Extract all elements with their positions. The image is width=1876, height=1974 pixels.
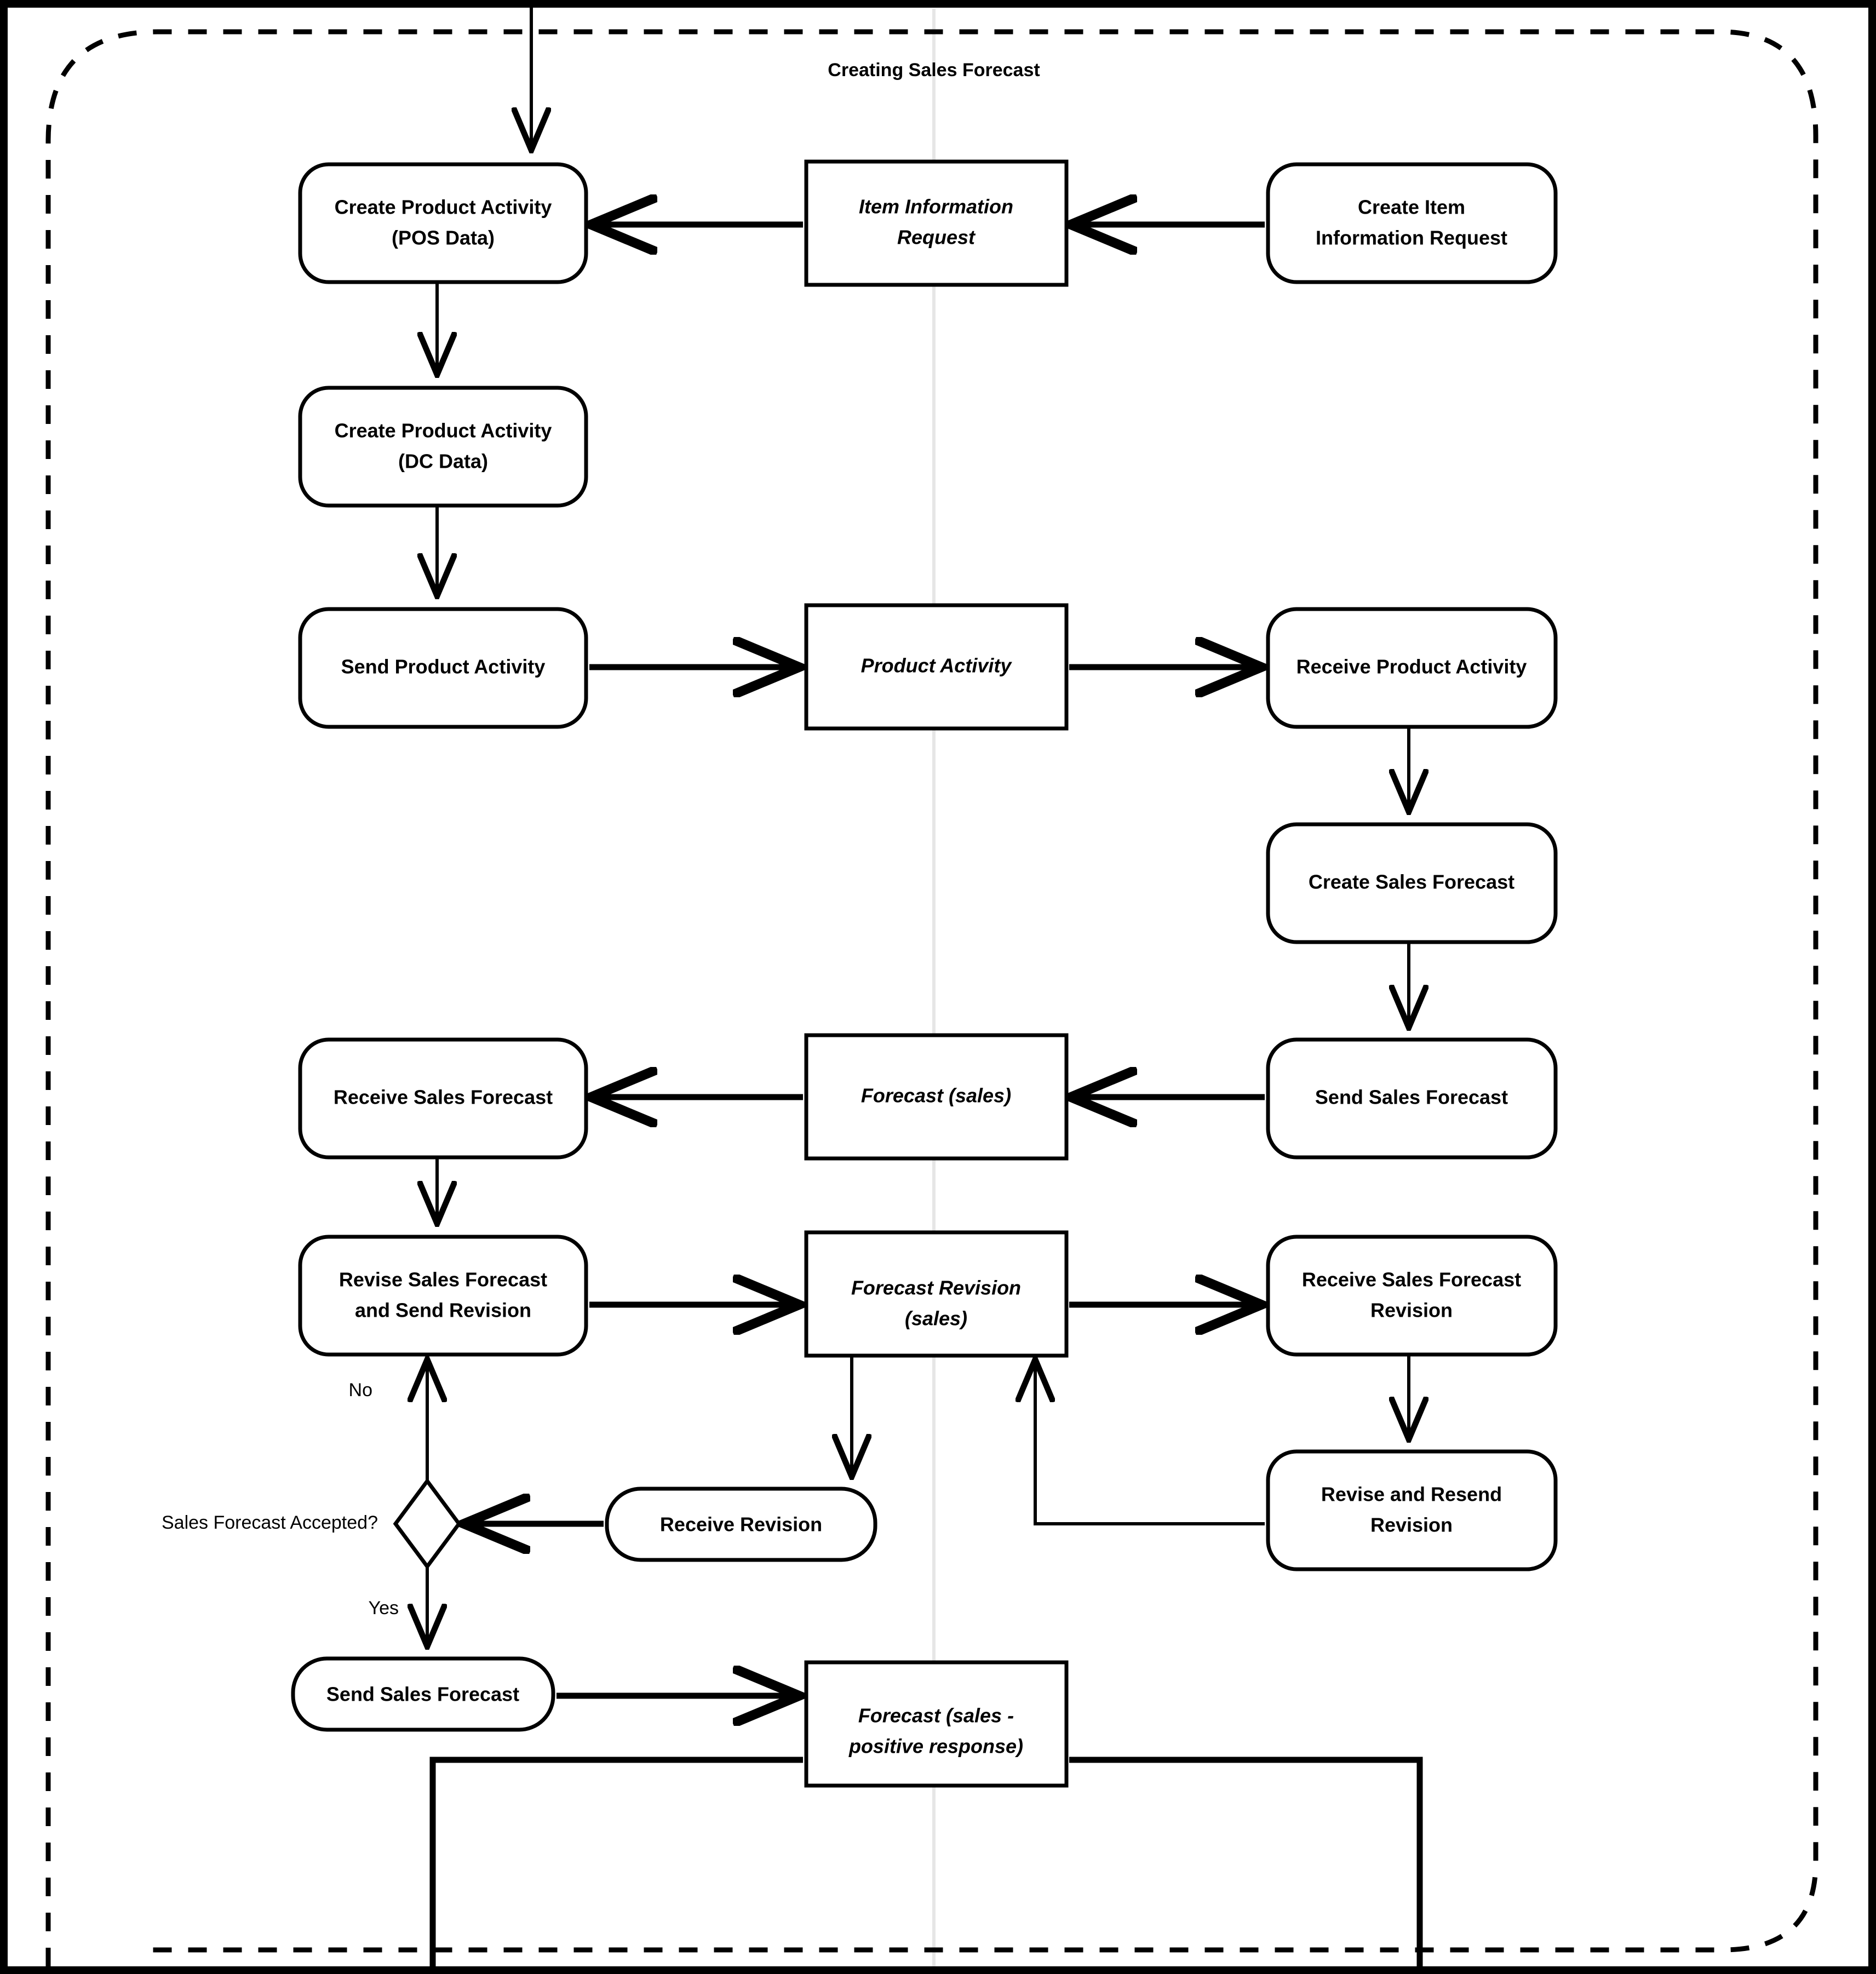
edge-label-yes: Yes [369, 1598, 399, 1619]
node-item-information-request[interactable]: Item Information Request [804, 159, 1069, 287]
node-label-line1: Revise and Resend [1321, 1483, 1502, 1506]
page-title: Creating Sales Forecast [828, 60, 1040, 81]
node-revise-and-resend-revision[interactable]: Revise and Resend Revision [1266, 1449, 1558, 1571]
node-label-line1: Send Product Activity [341, 656, 546, 678]
connector-forecast-positive-left-exit [429, 1757, 803, 1974]
node-label-line2: (POS Data) [392, 227, 495, 249]
node-receive-product-activity[interactable]: Receive Product Activity [1266, 607, 1558, 729]
node-label-line2: Request [897, 226, 976, 249]
node-label-line1: Send Sales Forecast [326, 1683, 519, 1706]
node-label-line1: Receive Sales Forecast [1302, 1269, 1521, 1291]
node-sales-forecast-accepted-decision[interactable] [393, 1478, 462, 1570]
node-label-line1: Receive Revision [660, 1513, 822, 1536]
node-label-line2: and Send Revision [355, 1299, 531, 1322]
edge-label-no: No [349, 1380, 372, 1401]
node-label-line1: Forecast (sales - [858, 1705, 1014, 1727]
node-send-product-activity[interactable]: Send Product Activity [298, 607, 588, 729]
node-send-sales-forecast-right[interactable]: Send Sales Forecast [1266, 1037, 1558, 1160]
node-label-line1: Create Item [1358, 196, 1465, 219]
node-label-line2: Information Request [1316, 227, 1507, 249]
node-product-activity[interactable]: Product Activity [804, 603, 1069, 731]
node-label-line1: Product Activity [861, 655, 1013, 677]
node-label-line1: Revise Sales Forecast [339, 1269, 547, 1291]
node-label-line1: Receive Product Activity [1296, 656, 1527, 678]
node-receive-sales-forecast-revision[interactable]: Receive Sales Forecast Revision [1266, 1235, 1558, 1357]
node-forecast-revision-sales[interactable]: Forecast Revision (sales) [804, 1230, 1069, 1358]
node-create-sales-forecast[interactable]: Create Sales Forecast [1266, 822, 1558, 944]
node-label-line2: Revision [1370, 1299, 1453, 1322]
node-label-line1: Receive Sales Forecast [334, 1086, 553, 1109]
node-label-line1: Forecast (sales) [861, 1084, 1011, 1107]
node-forecast-sales[interactable]: Forecast (sales) [804, 1033, 1069, 1161]
connector-forecast-positive-right-exit [1069, 1757, 1423, 1974]
node-receive-revision[interactable]: Receive Revision [605, 1487, 877, 1562]
node-label-line1: Create Product Activity [335, 196, 552, 219]
node-send-sales-forecast-bottom[interactable]: Send Sales Forecast [291, 1656, 555, 1732]
node-label-line2: Revision [1370, 1514, 1453, 1536]
node-label-line2: (sales) [905, 1307, 967, 1330]
node-label-line1: Send Sales Forecast [1315, 1086, 1508, 1109]
connector-revise-resend-loop-back [1035, 1363, 1265, 1525]
node-label-line1: Item Information [859, 196, 1013, 218]
node-label-line1: Create Product Activity [335, 420, 552, 442]
node-create-product-activity-dc[interactable]: Create Product Activity (DC Data) [298, 386, 588, 508]
decision-label: Sales Forecast Accepted? [162, 1512, 378, 1533]
node-receive-sales-forecast[interactable]: Receive Sales Forecast [298, 1037, 588, 1160]
pool-boundary [45, 29, 1818, 1966]
node-label-line2: (DC Data) [398, 450, 488, 473]
node-create-product-activity-pos[interactable]: Create Product Activity (POS Data) [298, 162, 588, 284]
node-revise-sales-forecast-and-send-revision[interactable]: Revise Sales Forecast and Send Revision [298, 1235, 588, 1357]
node-create-item-information-request[interactable]: Create Item Information Request [1266, 162, 1558, 284]
node-label-line1: Create Sales Forecast [1309, 871, 1514, 893]
node-forecast-sales-positive-response[interactable]: Forecast (sales - positive response) [804, 1660, 1069, 1788]
node-label-line1: Forecast Revision [851, 1277, 1021, 1299]
node-label-line2: positive response) [848, 1735, 1023, 1758]
